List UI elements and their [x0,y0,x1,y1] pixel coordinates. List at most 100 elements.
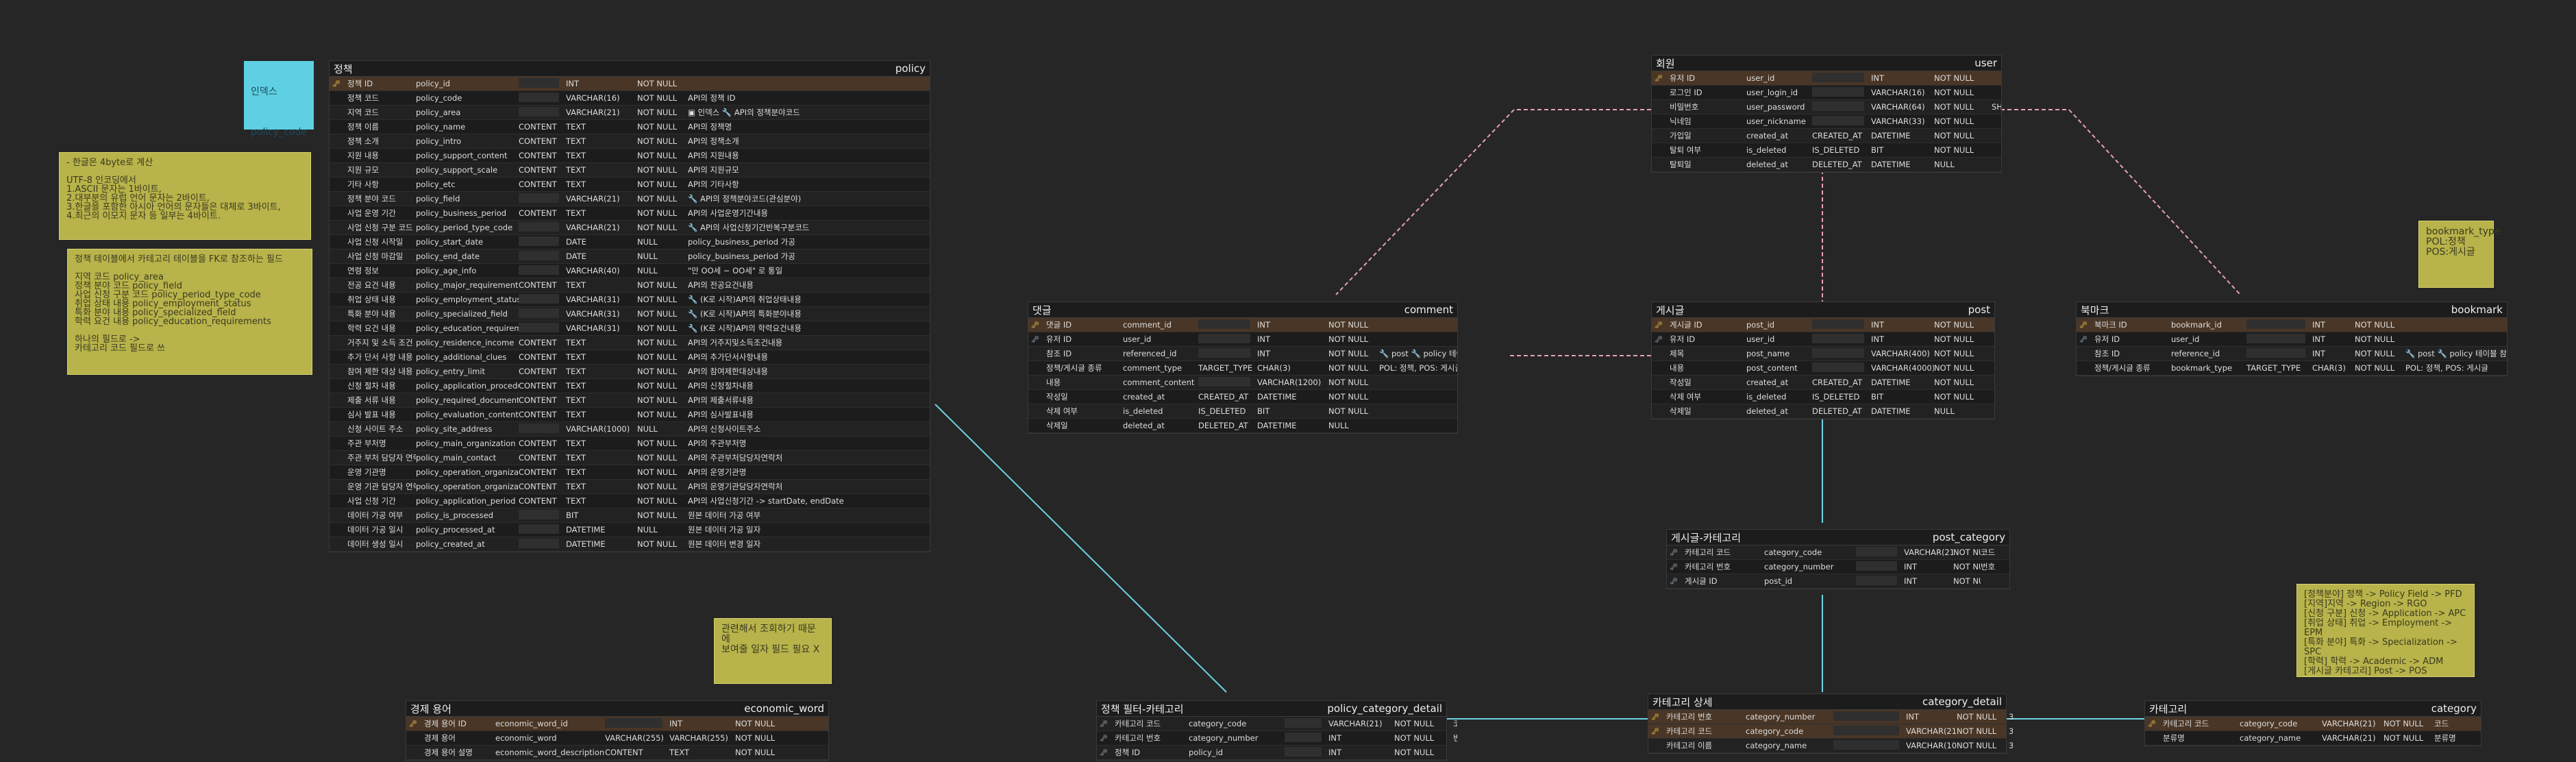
table-row[interactable]: 주관 부처 담당자 연락처policy_main_contactCONTENTT… [330,451,930,465]
cell-data-type: TEXT [566,180,586,189]
cell-physical-name: policy_main_organization [416,439,516,448]
cell-nullable: NOT NULL [1328,320,1369,330]
table-row[interactable]: 운영 기관 담당자 연락처policy_operation_organizati… [330,480,930,494]
cell-comment: 🔧 (K로 시작)API의 학력요건내용 [688,323,802,333]
table-row[interactable]: 운영 기관명policy_operation_organizationCONTE… [330,465,930,480]
table-row[interactable]: 거주지 및 소득 조건 내용policy_residence_incomeCON… [330,336,930,350]
cell-domain: VARCHAR(255) [605,733,664,743]
foreign-key-icon: 🗝 [1030,335,1040,343]
table-row[interactable]: 학력 요건 내용policy_education_requirementsVAR… [330,321,930,336]
cell-domain: CONTENT [605,748,643,757]
cell-comment: API의 사업운영기간내용 [688,208,769,218]
cell-comment: 3번째 위치 [2009,712,2013,722]
cell-comment: API의 주관부처담당자연락처 [688,453,783,463]
primary-key-icon: 🗝 [2147,720,2157,728]
cell-physical-name: policy_operation_organization [416,467,519,477]
cell-physical-name: policy_residence_income [416,338,515,347]
table-row[interactable]: 신청 절차 내용policy_application_procedureCONT… [330,379,930,393]
cell-comment: policy_business_period 가공 [688,237,795,247]
cell-comment: API의 정책 ID [688,93,736,103]
cell-physical-name: policy_additional_clues [416,352,507,362]
cell-physical-name: user_login_id [1746,88,1798,97]
